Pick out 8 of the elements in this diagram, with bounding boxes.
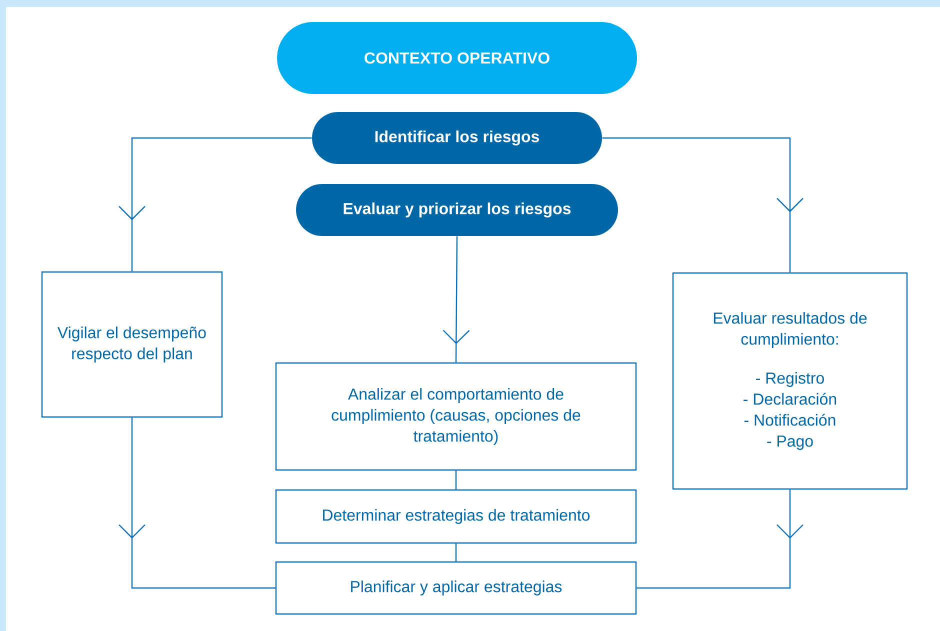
process-box: Determinar estrategias de tratamiento	[275, 489, 637, 544]
process-box: Evaluar resultados de cumplimiento: - Registro - Declaración - Notificación - Pago	[672, 272, 908, 490]
process-box: Vigilar el desempeño respecto del plan	[41, 271, 223, 418]
process-box: Analizar el comportamiento de cumplimiento (causas, opciones de tratamiento)	[275, 362, 637, 471]
process-pill: Identificar los riesgos	[312, 112, 602, 164]
process-box: Planificar y aplicar estrategias	[275, 561, 637, 615]
context-pill: CONTEXTO OPERATIVO	[277, 22, 637, 94]
process-pill: Evaluar y priorizar los riesgos	[296, 184, 618, 236]
